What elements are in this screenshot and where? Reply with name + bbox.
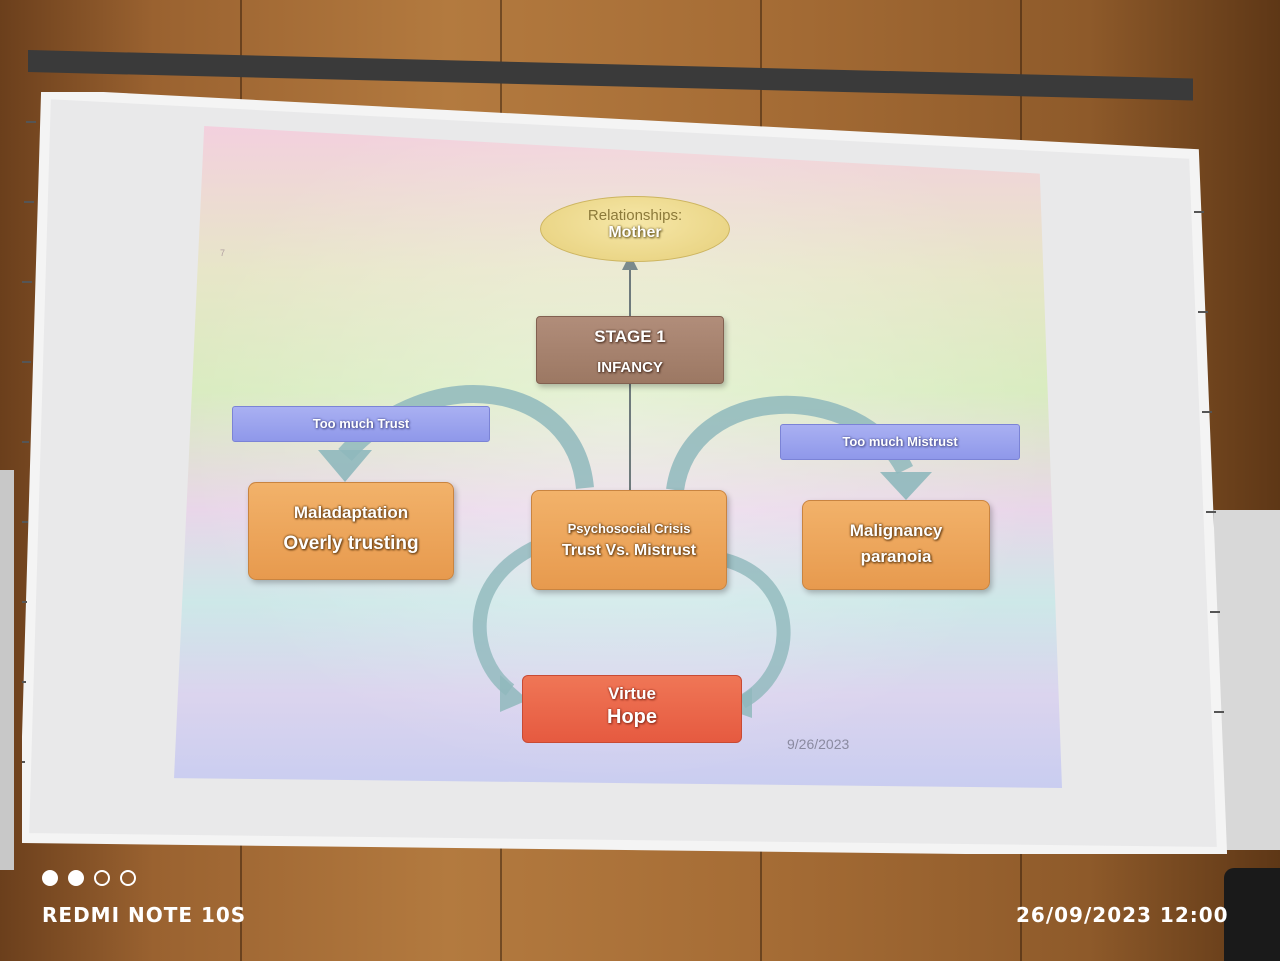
watermark-dot [68, 870, 84, 886]
too-much-trust-tag: Too much Trust [232, 406, 490, 442]
whiteboard-left [0, 470, 14, 870]
slide-number: 7 [220, 248, 226, 258]
watermark-dot [94, 870, 110, 886]
camera-datetime-label: 26/09/2023 12:00 [1016, 903, 1229, 927]
maladaptation-box: Maladaptation Overly trusting [248, 482, 454, 580]
watermark-dot [42, 870, 58, 886]
curved-arrow-bottom-left [472, 538, 543, 696]
slide-date: 9/26/2023 [787, 736, 850, 752]
stage-box: STAGE 1 INFANCY [536, 316, 724, 384]
maladaptation-title: Maladaptation [293, 503, 409, 522]
curved-arrow-bottom-right [722, 553, 791, 709]
malignancy-value: paranoia [860, 547, 932, 566]
stage-title: STAGE 1 [594, 327, 666, 346]
virtue-title: Virtue [608, 684, 656, 703]
chair-silhouette [1224, 868, 1280, 961]
stage-subtitle: INFANCY [597, 359, 663, 376]
relationships-ellipse: Relationships: Mother [540, 196, 730, 262]
camera-device-label: REDMI NOTE 10S [42, 903, 247, 927]
maladaptation-value: Overly trusting [283, 533, 419, 554]
virtue-value: Hope [607, 706, 657, 728]
virtue-box: Virtue Hope [522, 675, 742, 743]
relationships-label: Relationships: [587, 207, 683, 224]
psychosocial-crisis-title: Psychosocial Crisis [567, 521, 691, 536]
arrowhead-right [880, 472, 932, 500]
watermark-dot [120, 870, 136, 886]
camera-watermark-dots [42, 870, 136, 886]
psychosocial-crisis-box: Psychosocial Crisis Trust Vs. Mistrust [531, 490, 727, 590]
malignancy-title: Malignancy [849, 521, 943, 540]
malignancy-box: Malignancy paranoia [802, 500, 990, 590]
too-much-mistrust-tag: Too much Mistrust [780, 424, 1020, 460]
arrowhead-bottom-left [500, 675, 528, 712]
relationships-value: Mother [608, 224, 662, 241]
psychosocial-crisis-value: Trust Vs. Mistrust [561, 542, 697, 559]
arrowhead-left [318, 450, 372, 482]
